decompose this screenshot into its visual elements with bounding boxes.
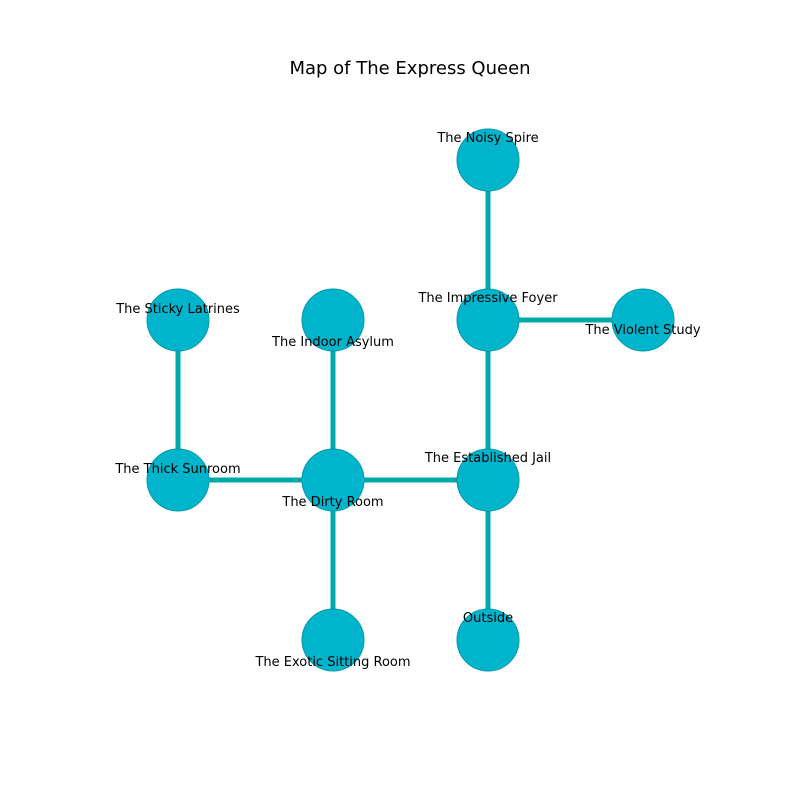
- room-label-exotic-sitting-room: The Exotic Sitting Room: [254, 655, 410, 670]
- room-node-outside: [456, 608, 520, 672]
- room-node-established-jail: [456, 448, 520, 512]
- room-node-exotic-sitting-room: [301, 608, 365, 672]
- room-label-impressive-foyer: The Impressive Foyer: [417, 291, 558, 306]
- room-node-indoor-asylum: [301, 288, 365, 352]
- room-node-thick-sunroom: [146, 448, 210, 512]
- room-label-indoor-asylum: The Indoor Asylum: [271, 335, 394, 350]
- connections-layer: [175, 160, 643, 640]
- room-node-noisy-spire: [456, 128, 520, 192]
- room-label-violent-study: The Violent Study: [584, 323, 700, 338]
- room-label-sticky-latrines: The Sticky Latrines: [115, 302, 240, 317]
- rooms-layer: [146, 128, 675, 672]
- room-label-dirty-room: The Dirty Room: [281, 495, 383, 510]
- room-node-sticky-latrines: [146, 288, 210, 352]
- map-title: Map of The Express Queen: [289, 58, 530, 79]
- room-label-outside: Outside: [463, 611, 513, 626]
- room-node-violent-study: [611, 288, 675, 352]
- room-label-noisy-spire: The Noisy Spire: [436, 131, 538, 146]
- room-label-established-jail: The Established Jail: [424, 451, 551, 466]
- room-node-dirty-room: [301, 448, 365, 512]
- room-node-impressive-foyer: [456, 288, 520, 352]
- room-label-thick-sunroom: The Thick Sunroom: [114, 462, 240, 477]
